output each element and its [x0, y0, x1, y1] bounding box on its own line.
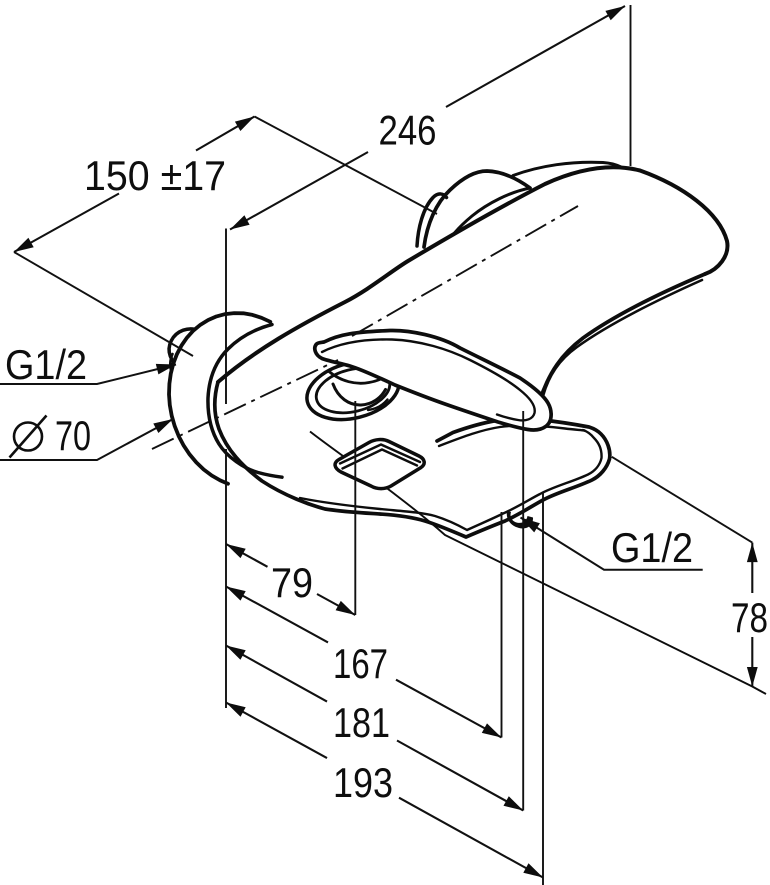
svg-text:G1/2: G1/2 [611, 524, 693, 571]
svg-text:246: 246 [379, 107, 437, 154]
svg-text:78: 78 [731, 594, 768, 641]
svg-text:79: 79 [271, 559, 313, 606]
svg-text:G1/2: G1/2 [5, 341, 87, 388]
svg-text:181: 181 [333, 699, 390, 746]
svg-text:193: 193 [333, 759, 393, 806]
svg-text:167: 167 [333, 640, 388, 687]
svg-text:70: 70 [55, 412, 91, 459]
svg-text:150 ±17: 150 ±17 [84, 152, 226, 199]
